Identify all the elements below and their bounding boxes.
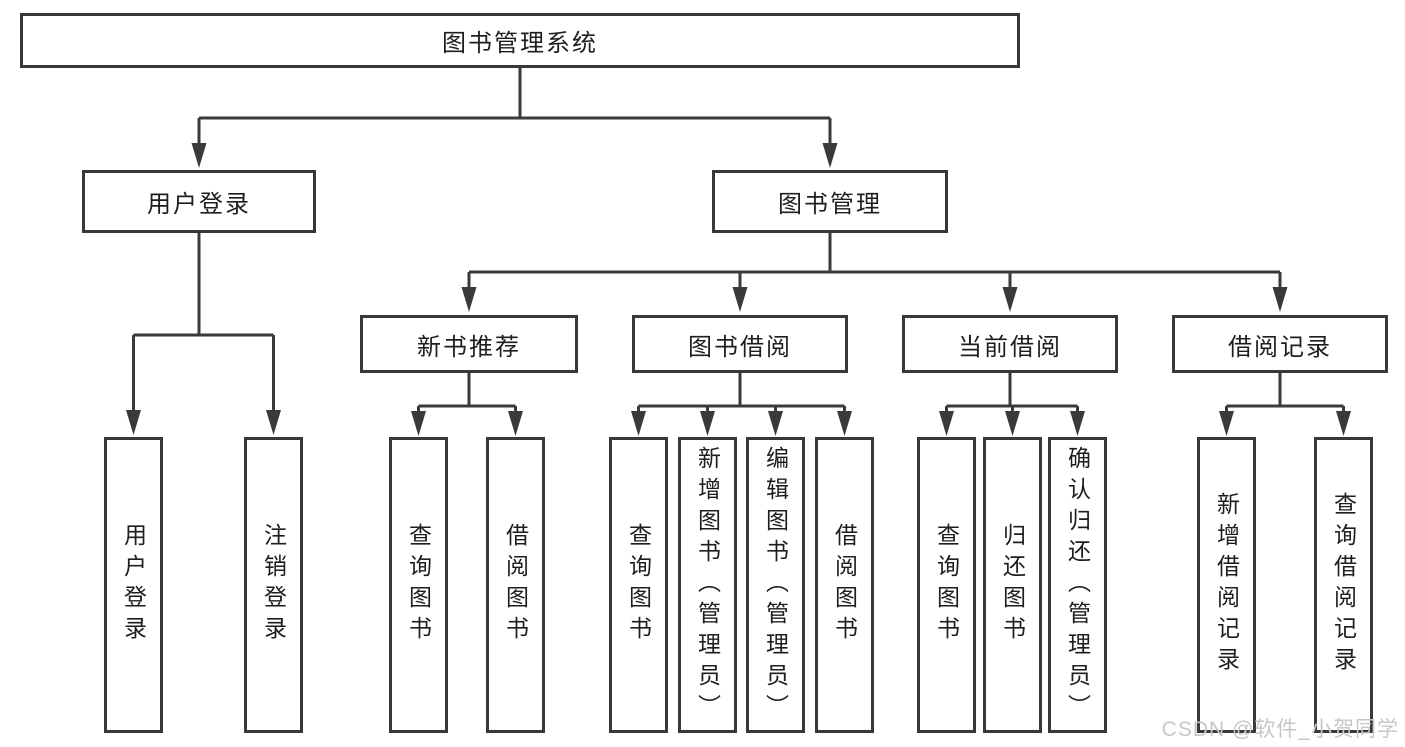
node-book-management: 图书管理 [712, 170, 948, 233]
leaf-bb-query-books: 查询图书 [609, 437, 668, 733]
leaf-br-query-record: 查询借阅记录 [1314, 437, 1373, 733]
node-library-system: 图书管理系统 [20, 13, 1020, 68]
node-user-login-label: 用户登录 [147, 191, 251, 218]
node-library-system-label: 图书管理系统 [442, 30, 598, 57]
node-current-borrowing-label: 当前借阅 [958, 333, 1062, 361]
leaf-nbr-query-books-label: 查询图书 [405, 523, 432, 647]
leaf-user-login-label: 用户登录 [120, 523, 147, 647]
leaf-bb-query-books-label: 查询图书 [625, 523, 652, 647]
leaf-bb-edit-books-admin: 编辑图书（管理员） [746, 437, 805, 733]
leaf-nbr-query-books: 查询图书 [389, 437, 448, 733]
leaf-cb-query-books: 查询图书 [917, 437, 976, 733]
node-borrow-records-label: 借阅记录 [1228, 333, 1332, 361]
leaf-cb-confirm-return-admin: 确认归还（管理员） [1048, 437, 1107, 733]
leaf-logout-label: 注销登录 [260, 523, 287, 647]
node-user-login: 用户登录 [82, 170, 316, 233]
leaf-bb-borrow-books: 借阅图书 [815, 437, 874, 733]
leaf-cb-return-books-label: 归还图书 [999, 523, 1026, 647]
leaf-br-add-record-label: 新增借阅记录 [1213, 492, 1240, 678]
leaf-logout: 注销登录 [244, 437, 303, 733]
node-book-borrowing-label: 图书借阅 [688, 333, 792, 361]
leaf-nbr-borrow-books-label: 借阅图书 [502, 523, 529, 647]
node-borrow-records: 借阅记录 [1172, 315, 1388, 373]
node-new-book-recommend-label: 新书推荐 [417, 333, 521, 361]
node-book-borrowing: 图书借阅 [632, 315, 848, 373]
leaf-cb-confirm-return-admin-label: 确认归还（管理员） [1064, 445, 1091, 725]
leaf-bb-add-books-admin: 新增图书（管理员） [678, 437, 737, 733]
leaf-br-query-record-label: 查询借阅记录 [1330, 492, 1357, 678]
node-book-management-label: 图书管理 [778, 191, 882, 218]
leaf-cb-return-books: 归还图书 [983, 437, 1042, 733]
node-new-book-recommend: 新书推荐 [360, 315, 578, 373]
leaf-bb-borrow-books-label: 借阅图书 [831, 523, 858, 647]
leaf-bb-add-books-admin-label: 新增图书（管理员） [694, 445, 721, 725]
leaf-cb-query-books-label: 查询图书 [933, 523, 960, 647]
leaf-br-add-record: 新增借阅记录 [1197, 437, 1256, 733]
leaf-user-login: 用户登录 [104, 437, 163, 733]
leaf-bb-edit-books-admin-label: 编辑图书（管理员） [762, 445, 789, 725]
node-current-borrowing: 当前借阅 [902, 315, 1118, 373]
leaf-nbr-borrow-books: 借阅图书 [486, 437, 545, 733]
